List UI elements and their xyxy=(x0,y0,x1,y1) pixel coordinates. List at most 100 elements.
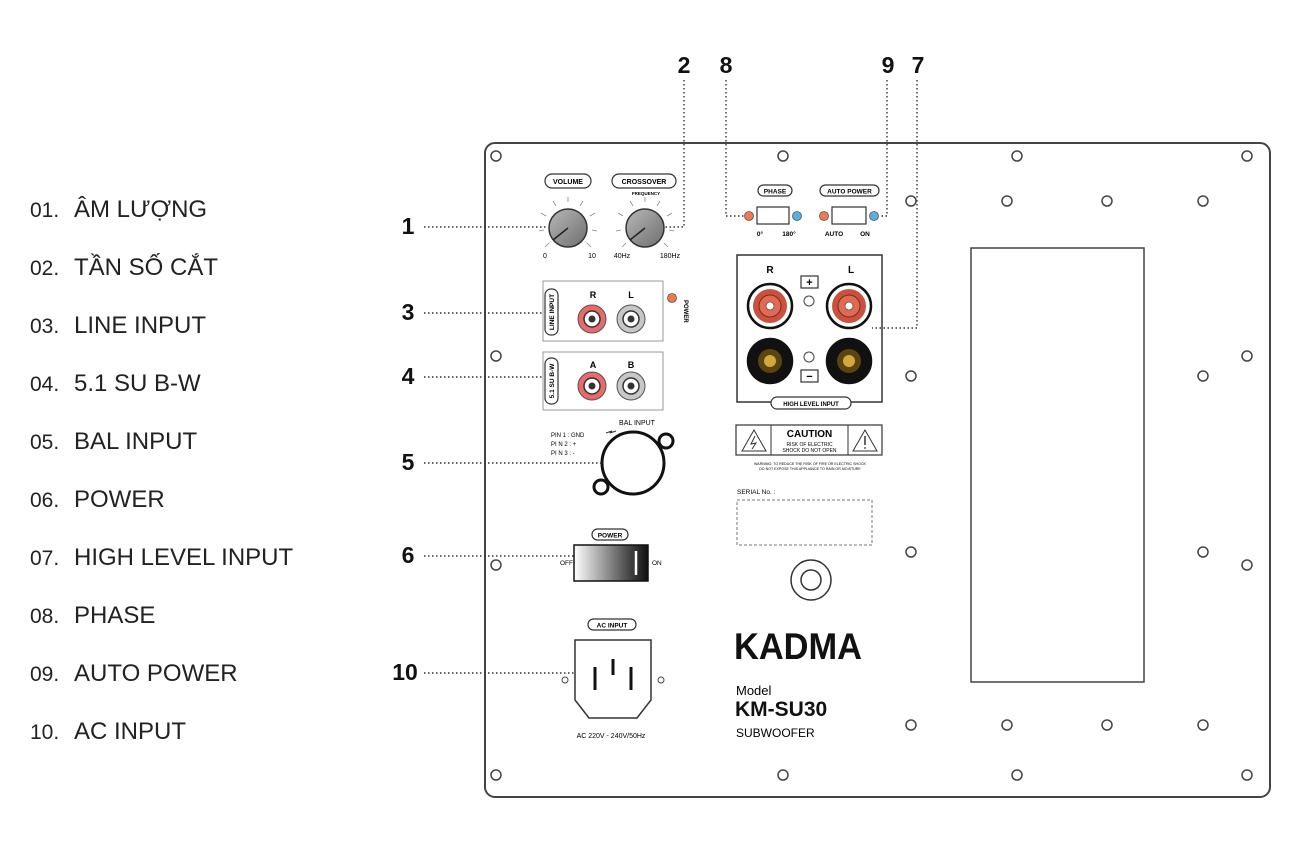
line-input-r-jack[interactable] xyxy=(577,304,607,334)
power-switch-off: OFF xyxy=(560,560,573,567)
power-led-label: POWER xyxy=(682,300,688,323)
legend-label: ÂM LƯỢNG xyxy=(74,196,208,223)
bal-input-pin3: PI N 3 : - xyxy=(551,451,575,457)
plus-icon xyxy=(800,275,819,289)
model-number: KM-SU30 xyxy=(735,698,827,721)
legend-number: 02. xyxy=(30,257,60,280)
phase-180-label: 180° xyxy=(782,230,796,238)
legend-label: 5.1 SU B-W xyxy=(74,370,201,397)
product-type: SUBWOOFER xyxy=(736,726,815,740)
callout-5: 5 xyxy=(402,449,415,475)
legend-number: 03. xyxy=(30,315,60,338)
bal-input-label: BAL INPUT xyxy=(619,420,656,427)
legend-label: POWER xyxy=(74,486,165,513)
brand-logo: KADMA xyxy=(734,626,862,667)
bal-input-pin1: PIN 1 : GND xyxy=(551,433,585,439)
phase-0-label: 0° xyxy=(757,230,764,238)
line-input-l-label: L xyxy=(628,290,634,300)
auto-power-led-on xyxy=(869,211,879,221)
high-level-l-label: L xyxy=(848,265,854,276)
serial-label: SERIAL No. : xyxy=(737,489,776,496)
legend-item: 06.POWER xyxy=(30,486,293,544)
bal-input-xlr-connector[interactable] xyxy=(592,430,675,496)
legend-label: TẦN SỐ CẮT xyxy=(74,254,219,281)
ac-input-iec-socket[interactable] xyxy=(574,639,652,719)
high-level-l-plus-terminal[interactable] xyxy=(825,282,873,330)
power-switch-on: ON xyxy=(652,560,662,567)
crossover-label: CROSSOVER xyxy=(622,179,667,186)
sub-input-a-jack[interactable] xyxy=(577,371,607,401)
legend-number: 10. xyxy=(30,721,60,744)
sub-input-b-jack[interactable] xyxy=(616,371,646,401)
ac-input-label: AC INPUT xyxy=(597,623,628,630)
caution-warning1: WARNING: TO REDUCE THE RISK OF FIRE OR E… xyxy=(754,462,866,466)
sub-input-b-label: B xyxy=(628,360,635,370)
high-level-l-minus-terminal[interactable] xyxy=(825,337,873,385)
legend-label: AUTO POWER xyxy=(74,660,238,687)
high-level-minus: − xyxy=(806,371,812,383)
legend-list: 01.ÂM LƯỢNG 02.TẦN SỐ CẮT 03.LINE INPUT … xyxy=(30,196,293,776)
callout-2: 2 xyxy=(678,52,691,78)
minus-icon xyxy=(800,369,819,383)
callout-6: 6 xyxy=(402,542,415,568)
terminal-hole xyxy=(803,351,815,363)
auto-power-switch[interactable] xyxy=(831,206,867,225)
power-rocker-switch[interactable] xyxy=(573,544,649,582)
line-input-r-label: R xyxy=(590,290,597,300)
power-led xyxy=(667,293,677,303)
crossover-knob-pointer xyxy=(629,227,646,241)
caution-line2: SHOCK DO NOT OPEN xyxy=(782,448,836,454)
legend-item: 05.BAL INPUT xyxy=(30,428,293,486)
ac-mount-hole xyxy=(561,676,569,684)
callout-1: 1 xyxy=(402,213,415,239)
power-switch-label: POWER xyxy=(598,533,623,540)
auto-power-auto-label: AUTO xyxy=(825,231,843,238)
sub-input-a-label: A xyxy=(590,360,597,370)
ac-mount-hole xyxy=(657,676,665,684)
legend-item: 04. 5.1 SU B-W xyxy=(30,370,293,428)
volume-label: VOLUME xyxy=(553,179,583,186)
phase-led-180 xyxy=(792,211,802,221)
warning-icon xyxy=(852,428,878,452)
high-level-r-plus-terminal[interactable] xyxy=(746,282,794,330)
legend-label: HIGH LEVEL INPUT xyxy=(74,544,294,571)
legend-number: 05. xyxy=(30,431,60,454)
volume-min: 0 xyxy=(543,253,547,260)
callout-leaders xyxy=(424,80,918,674)
legend-item: 08.PHASE xyxy=(30,602,293,660)
line-input-label: LINE INPUT xyxy=(549,294,556,330)
caution-title: CAUTION xyxy=(787,429,833,440)
phase-led-0 xyxy=(744,211,754,221)
auto-power-on-label: ON xyxy=(860,231,870,238)
high-level-label: HIGH LEVEL INPUT xyxy=(783,402,839,408)
ground-icon xyxy=(605,430,617,434)
legend-item: 02. TẦN SỐ CẮT xyxy=(30,254,293,312)
high-level-r-minus-terminal[interactable] xyxy=(746,337,794,385)
callout-3: 3 xyxy=(402,299,415,325)
legend-label: AC INPUT xyxy=(74,718,187,745)
terminal-hole xyxy=(803,295,815,307)
line-input-l-jack[interactable] xyxy=(616,304,646,334)
callout-8: 8 xyxy=(720,52,733,78)
volume-tag xyxy=(544,173,592,189)
caution-warning2: DO NOT EXPOSE THIS APPLIANCE TO RAIN OR … xyxy=(759,467,861,471)
crossover-ticks xyxy=(615,197,675,248)
model-label: Model xyxy=(736,683,772,698)
legend-item: 09. AUTO POWER xyxy=(30,660,293,718)
legend-number: 09. xyxy=(30,663,60,686)
ac-input-rating: AC 220V - 240V/50Hz xyxy=(577,733,646,740)
auto-power-label: AUTO POWER xyxy=(827,189,872,196)
legend-number: 04. xyxy=(30,373,60,396)
legend-label: LINE INPUT xyxy=(74,312,207,339)
callout-7: 7 xyxy=(912,52,925,78)
legend-item: 07.HIGH LEVEL INPUT xyxy=(30,544,293,602)
power-switch-tag xyxy=(591,528,629,541)
phase-switch[interactable] xyxy=(756,206,790,225)
crossover-sublabel: FREQUENCY xyxy=(632,191,660,196)
legend-item: 03. LINE INPUT xyxy=(30,312,293,370)
crossover-max: 180Hz xyxy=(660,253,681,260)
callout-4: 4 xyxy=(402,363,415,389)
legend-item: 01.ÂM LƯỢNG xyxy=(30,196,293,254)
auto-power-tag xyxy=(819,184,880,197)
screw-holes xyxy=(490,150,1253,781)
